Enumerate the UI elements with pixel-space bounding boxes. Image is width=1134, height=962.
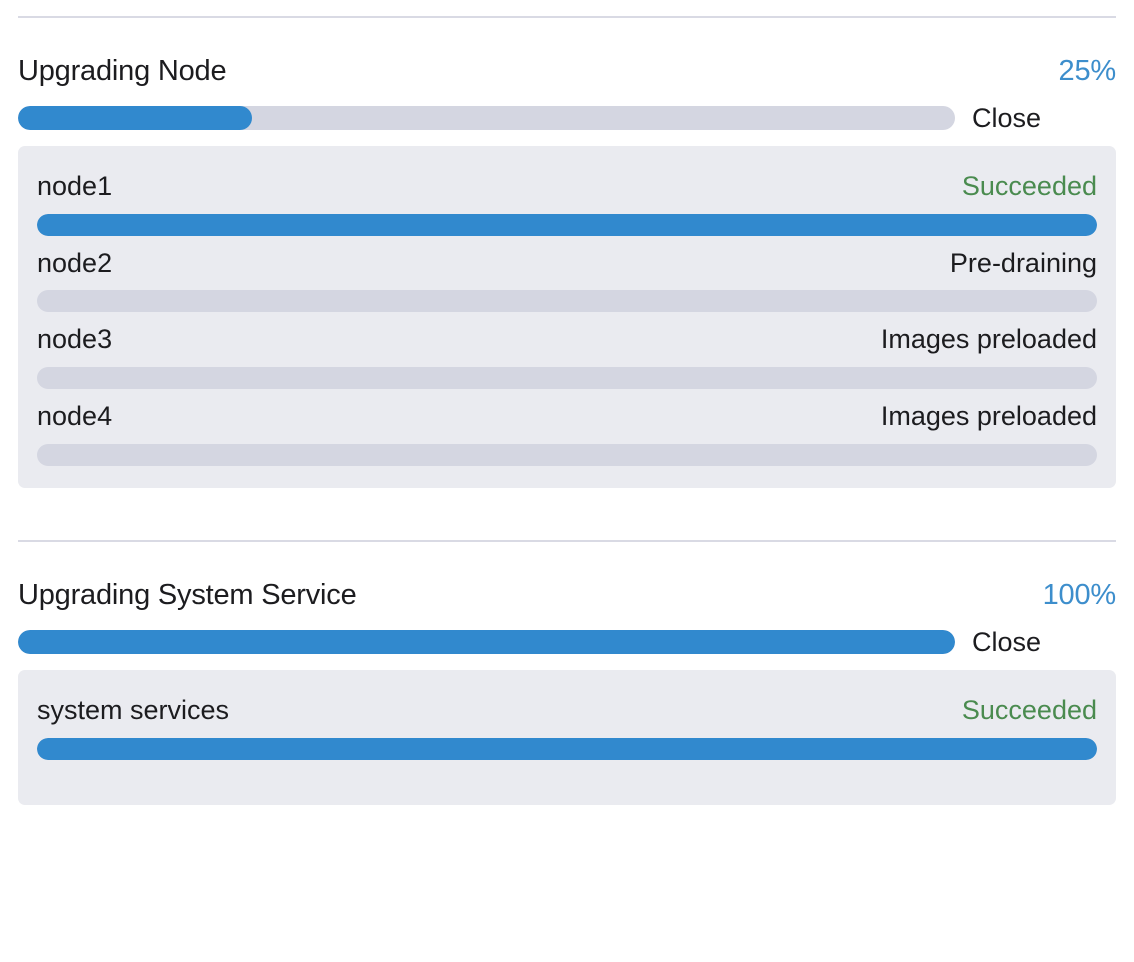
task-upgrading-system-service: Upgrading System Service 100% Close syst… [18, 542, 1116, 805]
divider-top [18, 16, 1116, 18]
status-badge: Succeeded [961, 170, 1097, 201]
close-button[interactable]: Close [972, 626, 1042, 657]
list-item: node3 Images preloaded [37, 317, 1097, 390]
divider-middle [18, 539, 1116, 542]
node-progress-bar [37, 443, 1097, 466]
task-progress-fill [18, 630, 955, 655]
close-button[interactable]: Close [972, 102, 1042, 133]
upgrade-progress-page: Upgrading Node 25% Close node1 Succeeded [0, 16, 1134, 962]
list-item: node2 Pre-draining [37, 241, 1097, 313]
node-progress-bar [37, 367, 1097, 390]
list-item-header: node1 Succeeded [37, 164, 1097, 204]
node-name: node4 [37, 401, 113, 432]
status-badge: Succeeded [961, 694, 1097, 725]
list-item: system services Succeeded [37, 688, 1097, 760]
service-name: system services [37, 694, 230, 725]
task-header: Upgrading System Service 100% [18, 542, 1116, 612]
task-progress-fill [18, 106, 253, 131]
list-item-header: node3 Images preloaded [37, 317, 1097, 357]
list-item-header: node4 Images preloaded [37, 394, 1097, 434]
task-progress-bar [18, 630, 955, 655]
task-percent-label: 100% [1042, 578, 1117, 611]
status-badge: Images preloaded [880, 401, 1097, 432]
task-progress-row: Close [18, 626, 1116, 657]
task-upgrading-node: Upgrading Node 25% Close node1 Succeeded [18, 18, 1116, 488]
node-name: node2 [37, 247, 113, 278]
panel-bottom-spacer [37, 765, 1097, 783]
section-title: Upgrading System Service [18, 578, 357, 611]
node-progress-fill [37, 213, 1097, 236]
list-item: node4 Images preloaded [37, 394, 1097, 466]
service-progress-fill [37, 737, 1097, 760]
task-progress-bar [18, 106, 955, 131]
node-name: node3 [37, 324, 113, 355]
node-list-panel: node1 Succeeded node2 Pre-draining n [18, 145, 1116, 488]
page-title: Upgrading Node [18, 55, 227, 87]
task-progress-row: Close [18, 102, 1116, 133]
service-progress-bar [37, 737, 1097, 760]
status-badge: Images preloaded [880, 324, 1097, 355]
task-header: Upgrading Node 25% [18, 18, 1116, 88]
node-progress-bar [37, 213, 1097, 236]
task-percent-label: 25% [1058, 55, 1117, 87]
node-progress-bar [37, 290, 1097, 313]
list-item-header: system services Succeeded [37, 688, 1097, 728]
service-list-panel: system services Succeeded [18, 669, 1116, 805]
node-name: node1 [37, 170, 113, 201]
list-item-header: node2 Pre-draining [37, 241, 1097, 281]
status-badge: Pre-draining [949, 247, 1097, 278]
list-item: node1 Succeeded [37, 164, 1097, 236]
